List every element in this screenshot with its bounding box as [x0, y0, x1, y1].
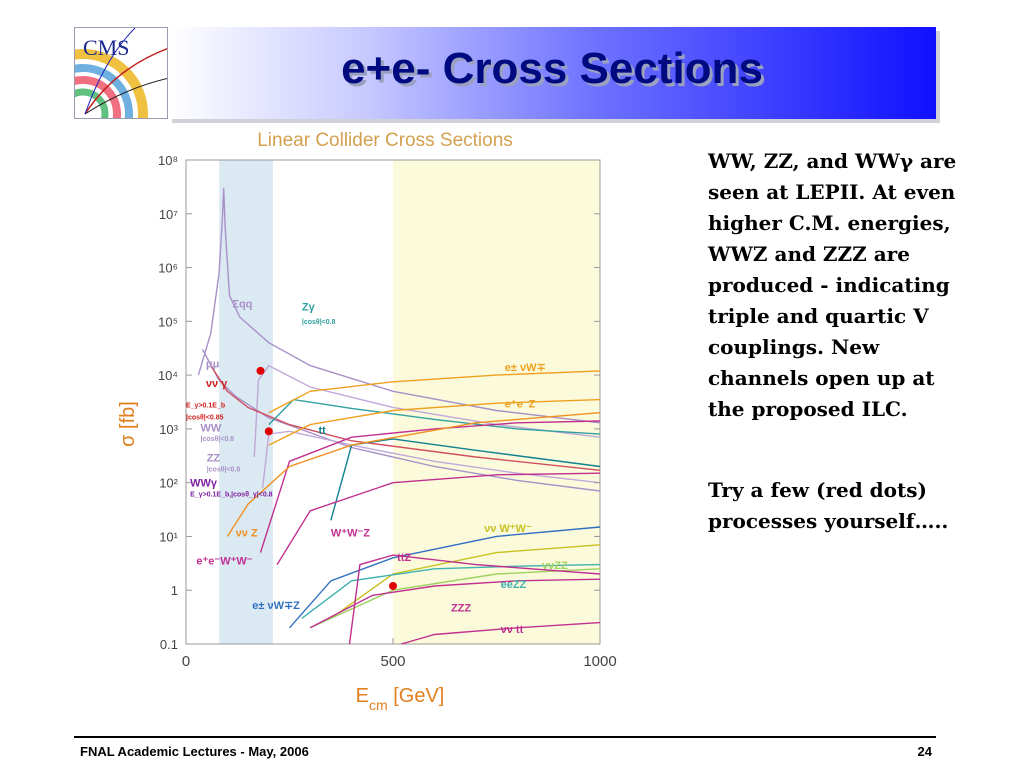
- cross-section-curve: [268, 398, 601, 446]
- cross-section-curve: [210, 365, 601, 471]
- logo-ring-green: [75, 88, 109, 118]
- footer-left: FNAL Academic Lectures - May, 2006: [80, 744, 309, 759]
- cms-logo: CMS: [74, 27, 168, 119]
- body-paragraph-2: Try a few (red dots) processes yourself……: [708, 478, 949, 533]
- dots-layer: [256, 366, 397, 590]
- red-dot-marker: [389, 581, 397, 590]
- y-tick-label: 10¹: [159, 529, 178, 544]
- cms-logo-graphic: CMS: [75, 28, 167, 118]
- curve-label: νν γ: [206, 378, 228, 390]
- y-tick-label: 0.1: [160, 637, 178, 652]
- red-dot-marker: [256, 366, 265, 375]
- cross-section-curve: [309, 578, 601, 629]
- energy-band: [219, 160, 273, 644]
- y-tick-label: 10⁷: [159, 207, 178, 222]
- cross-section-curve: [309, 568, 601, 629]
- cross-section-curve: [226, 412, 601, 537]
- curve-label: WW: [200, 422, 221, 434]
- red-dot-marker: [264, 427, 273, 436]
- y-tick-label: 10⁵: [158, 314, 178, 329]
- body-paragraph-1: WW, ZZ, and WWγ are seen at LEPII. At ev…: [708, 149, 957, 421]
- curve-label: WWγ: [190, 477, 218, 489]
- series-layer: [197, 188, 601, 645]
- curve-label: νν W⁺W⁻: [484, 523, 532, 535]
- logo-ring-red: [75, 76, 121, 118]
- cross-section-curve: [330, 438, 601, 521]
- cross-section-curve: [259, 420, 601, 553]
- curve-label: tt: [318, 425, 326, 437]
- cross-section-curve: [330, 544, 601, 619]
- x-axis-label: Ecm [GeV]: [356, 685, 445, 713]
- logo-track-3: [84, 28, 136, 115]
- header-bar: [168, 27, 936, 119]
- curve-label: μμ: [206, 358, 219, 370]
- x-tick-label: 0: [182, 653, 190, 670]
- curve-label: |cosθ|<0.8: [200, 436, 234, 443]
- cross-section-curve: [276, 472, 601, 565]
- curve-label: νν Z: [236, 527, 258, 539]
- curve-label: νν tt: [501, 624, 524, 636]
- curve-label: e± νW∓: [505, 362, 546, 374]
- ticks-layer: 0.1 1 10¹ 10² 10³ 10⁴ 10⁵ 10⁶ 10⁷ 10⁸ 0 500 1000: [158, 153, 617, 670]
- logo-text: CMS: [83, 35, 129, 60]
- curve-label: E_γ>0.1E_b: [186, 402, 225, 409]
- y-tick-label: 10⁸: [158, 153, 178, 168]
- x-tick-label: 1000: [583, 653, 616, 670]
- curve-label: |cosθ|<0.8: [207, 467, 241, 474]
- side-text: WW, ZZ, and WWγ are seen at LEPII. At ev…: [708, 146, 968, 537]
- curve-label: |cosθ|<0.85: [186, 414, 224, 421]
- x-tick-label: 500: [380, 653, 405, 670]
- footer-divider: [74, 736, 936, 738]
- slide-title: e+e- Cross Sections: [341, 44, 763, 93]
- curve-label: Zγ: [302, 301, 316, 313]
- curve-label: e⁺e⁻W⁺W⁻: [196, 556, 252, 568]
- bands-layer: [219, 160, 600, 644]
- logo-track-1: [84, 47, 167, 115]
- curve-label: ZZZ: [451, 603, 471, 615]
- logo-track-2: [84, 77, 167, 115]
- y-tick-label: 10³: [159, 422, 178, 437]
- cross-section-curve: [268, 370, 601, 414]
- curve-label: ZZ: [207, 452, 221, 464]
- energy-band: [393, 160, 600, 644]
- curve-label: E_γ>0.1E_b,|cosθ_γ|<0.8: [190, 492, 273, 499]
- curve-label: e⁺e⁻Z: [505, 398, 536, 410]
- page-number: 24: [917, 744, 932, 759]
- curve-label: ννZZ: [542, 560, 568, 572]
- y-axis-label: σ [fb]: [117, 401, 139, 447]
- curve-label: eeZZ: [501, 579, 527, 591]
- cross-section-curve: [401, 621, 601, 645]
- cross-section-curve: [197, 188, 601, 424]
- logo-ring-blue: [75, 64, 133, 118]
- y-tick-label: 10⁴: [158, 368, 178, 383]
- y-tick-label: 1: [171, 583, 178, 598]
- cross-section-curve: [348, 554, 601, 645]
- chart-svg: Linear Collider Cross Sections 0.1 1 10¹ 10…: [117, 130, 617, 713]
- cross-section-curve: [301, 563, 601, 619]
- cross-section-chart: Linear Collider Cross Sections 0.1 1 10¹ 10…: [110, 124, 650, 714]
- curve-label: W⁺W⁻Z: [331, 527, 370, 539]
- cross-section-curve: [268, 398, 601, 435]
- chart-title: Linear Collider Cross Sections: [257, 130, 513, 151]
- logo-ring-yellow: [75, 49, 148, 118]
- y-tick-label: 10²: [159, 476, 178, 491]
- y-tick-label: 10⁶: [158, 261, 178, 276]
- curve-label: Σqq: [232, 299, 252, 311]
- curve-label: ttZ: [397, 552, 411, 564]
- cross-section-curve: [288, 526, 601, 629]
- curve-label: |cosθ|<0.8: [302, 319, 336, 326]
- curve-label: e± νW∓Z: [252, 600, 300, 612]
